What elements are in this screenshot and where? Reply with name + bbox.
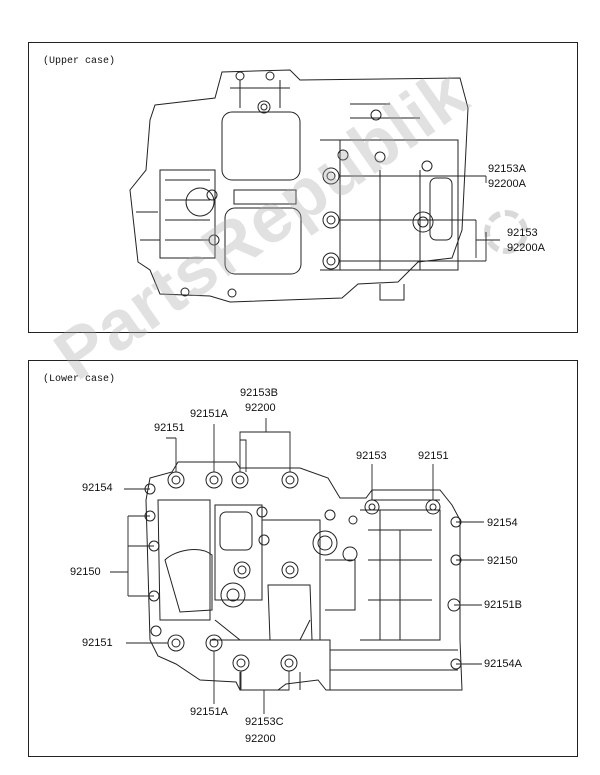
- label-92200a-upper: 92200A: [488, 178, 526, 190]
- label-92151a-bottom: 92151A: [190, 706, 228, 718]
- label-92153a: 92153A: [488, 163, 526, 175]
- lower-case-title: (Lower case): [43, 374, 116, 385]
- upper-case-panel: [28, 42, 578, 333]
- label-92151-topleft: 92151: [154, 422, 185, 434]
- label-92151b: 92151B: [484, 599, 522, 611]
- upper-crankcase-outline: [129, 69, 469, 303]
- label-92151a-top: 92151A: [190, 408, 228, 420]
- label-92200-top: 92200: [245, 402, 276, 414]
- lower-bolt-holes: [144, 471, 462, 672]
- label-92150-left: 92150: [70, 566, 101, 578]
- label-92151-left: 92151: [82, 637, 113, 649]
- upper-case-title: (Upper case): [43, 56, 116, 67]
- label-92154a: 92154A: [484, 658, 522, 670]
- label-92153-topright: 92153: [356, 450, 387, 462]
- watermark-gear: [484, 210, 528, 254]
- label-92153b: 92153B: [240, 387, 278, 399]
- lower-leader-lines: [110, 418, 484, 714]
- label-92154-right: 92154: [487, 517, 518, 529]
- label-92150-right: 92150: [487, 555, 518, 567]
- label-92153c: 92153C: [245, 716, 284, 728]
- lower-case-panel: [28, 360, 578, 757]
- label-92200-bottom: 92200: [245, 733, 276, 745]
- label-92151-topright: 92151: [418, 450, 449, 462]
- upper-bolt-holes: [180, 71, 434, 298]
- label-92154-left: 92154: [82, 482, 113, 494]
- upper-leader-lines: [339, 175, 500, 262]
- label-92153-upper: 92153: [507, 227, 538, 239]
- label-92200a-lower: 92200A: [507, 242, 545, 254]
- lower-crankcase-outline: [145, 461, 463, 691]
